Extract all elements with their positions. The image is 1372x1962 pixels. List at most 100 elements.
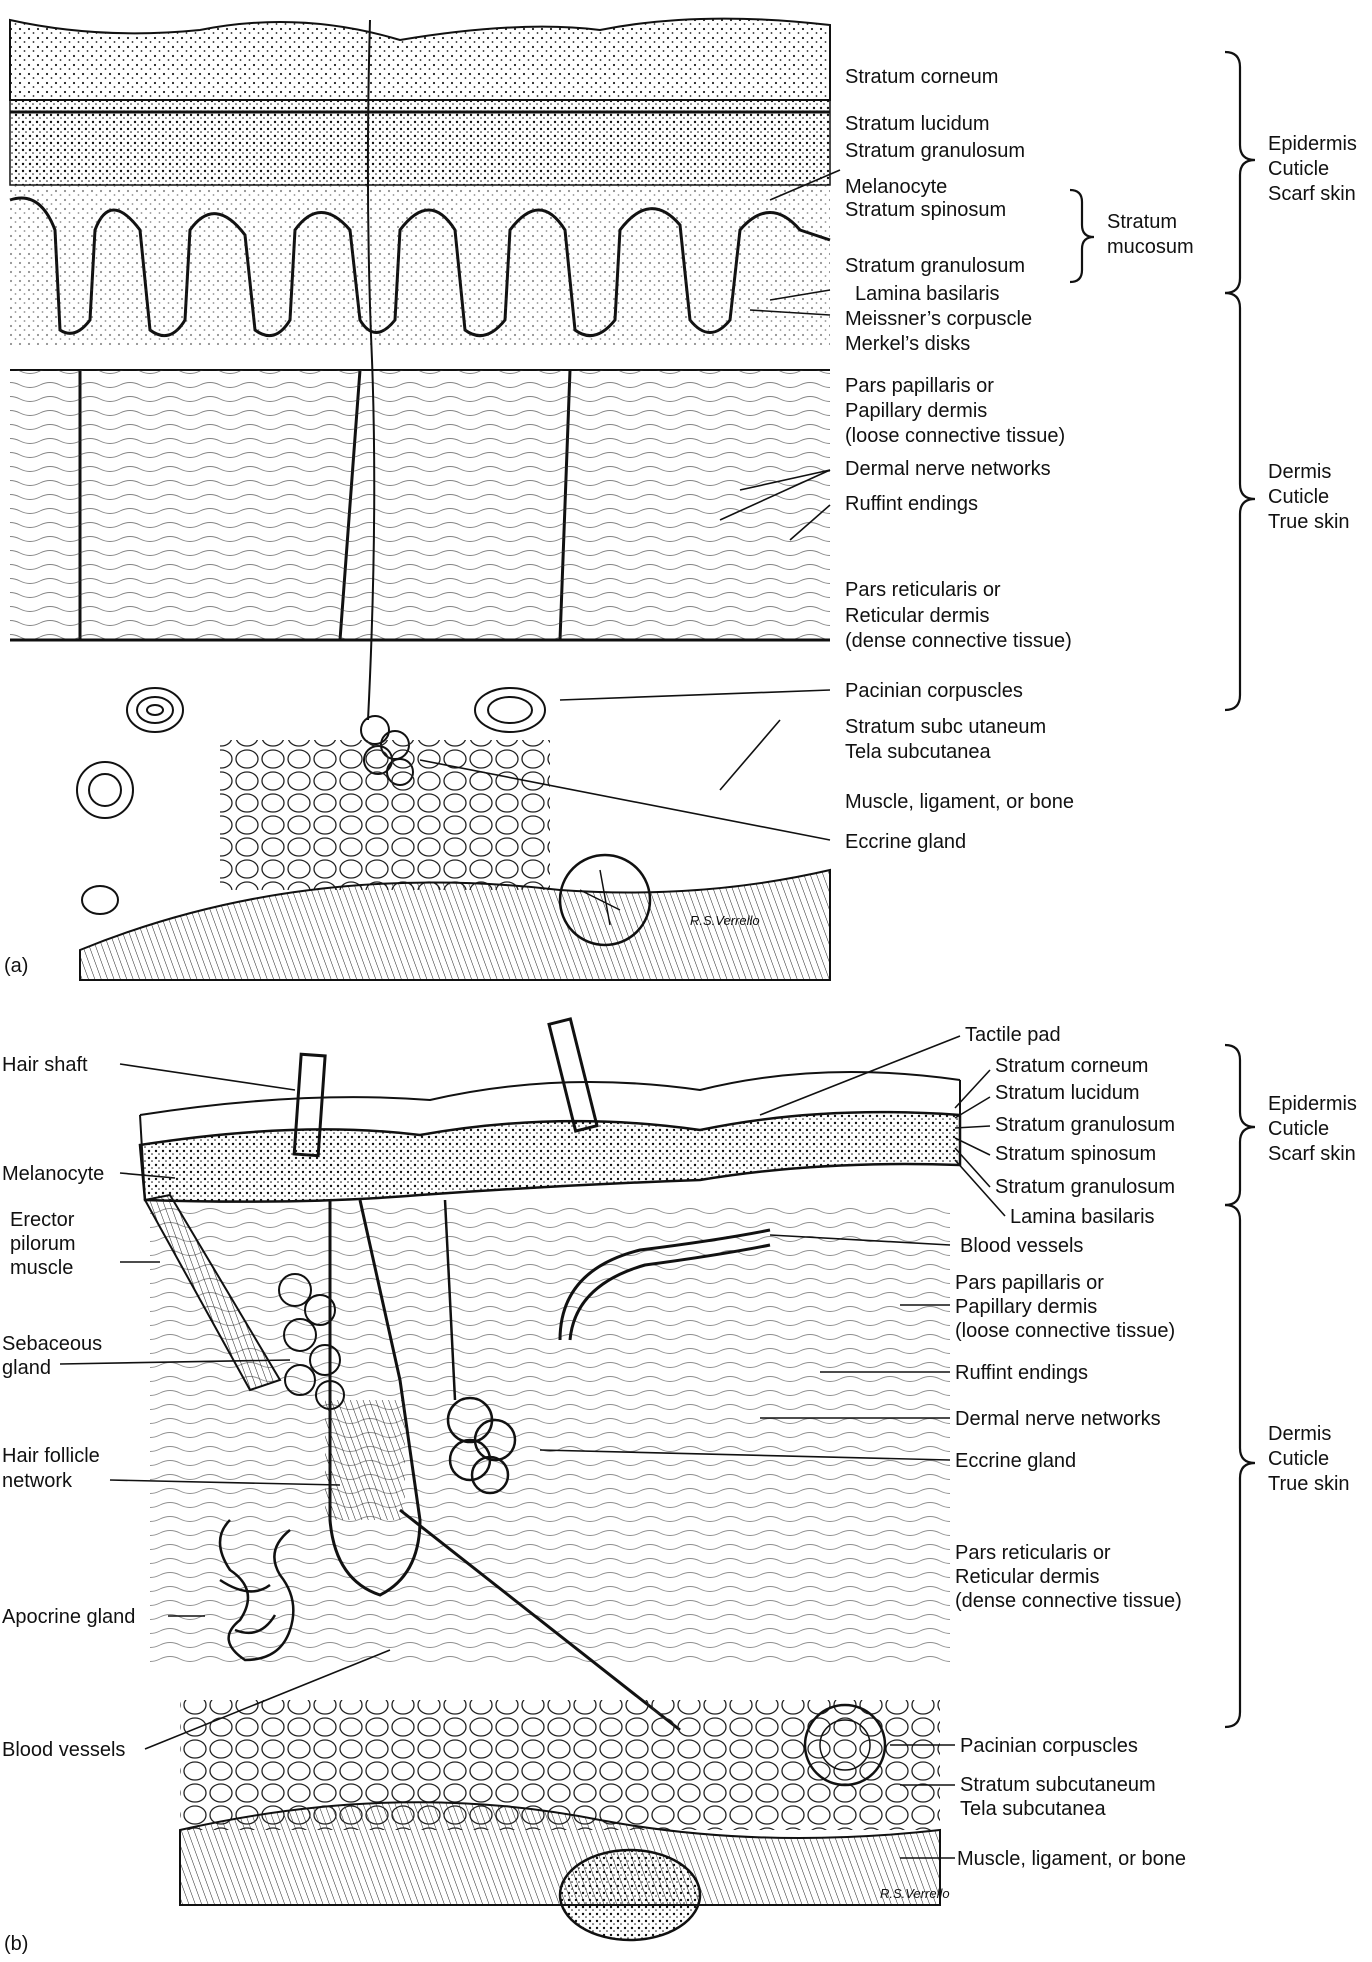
b-hair-follicle — [328, 1199, 422, 1597]
panel-b-illustration — [138, 1017, 962, 1942]
pacinian-corpuscles-a — [76, 687, 546, 915]
b-pars-papillaris-label-3: (loose connective tissue) — [955, 1320, 1175, 1342]
a-epidermis-brace — [1224, 50, 1256, 295]
panel-b-braces — [1224, 1043, 1256, 1729]
b-apocrine-gland — [218, 1519, 295, 1662]
panel-b-label: (b) — [4, 1933, 28, 1955]
b-epidermis-band — [138, 1110, 962, 1203]
b-blood-vessels-right-label: Blood vessels — [960, 1235, 1083, 1257]
b-ruffint-endings-label: Ruffint endings — [955, 1362, 1088, 1384]
panel-a-group-labels: Stratum mucosum Epidermis Cuticle Scarf … — [1107, 133, 1357, 533]
panel-a-braces — [1069, 50, 1256, 712]
b-eccrine-gland-label: Eccrine gland — [955, 1450, 1076, 1472]
b-dermis-label-2: Cuticle — [1268, 1448, 1329, 1470]
panel-b-leaders — [59, 1035, 1006, 1859]
b-hair-follicle-label-2: network — [2, 1470, 73, 1492]
a-eccrine-gland-label: Eccrine gland — [845, 831, 966, 853]
b-dermal-nerve-networks-label: Dermal nerve networks — [955, 1408, 1161, 1430]
b-epidermis-label-2: Cuticle — [1268, 1118, 1329, 1140]
b-erector-label-1: Erector — [10, 1209, 75, 1231]
a-dermis-label-3: True skin — [1268, 511, 1350, 533]
b-sebaceous-gland — [278, 1273, 345, 1410]
a-stratum-corneum-label: Stratum corneum — [845, 66, 998, 88]
a-muscle-ligament-bone-label: Muscle, ligament, or bone — [845, 791, 1074, 813]
a-dermis-brace — [1224, 291, 1256, 712]
a-epidermis-label-3: Scarf skin — [1268, 183, 1356, 205]
b-melanocyte-label: Melanocyte — [2, 1163, 104, 1185]
b-dermis-label-1: Dermis — [1268, 1423, 1331, 1445]
b-pars-reticularis-label-3: (dense connective tissue) — [955, 1590, 1182, 1612]
b-sebaceous-label-2: gland — [2, 1357, 51, 1379]
a-lamina-basilaris-label: Lamina basilaris — [855, 283, 1000, 305]
b-pars-reticularis-label-2: Reticular dermis — [955, 1566, 1099, 1588]
a-epidermis-label-2: Cuticle — [1268, 158, 1329, 180]
nerve-fiber — [366, 19, 376, 721]
b-stratum-corneum-label: Stratum corneum — [995, 1055, 1148, 1077]
b-apocrine-gland-label: Apocrine gland — [2, 1606, 135, 1628]
b-hair-shaft-label: Hair shaft — [2, 1054, 88, 1076]
stratum-corneum-layer — [9, 17, 831, 101]
b-sebaceous-label-1: Sebaceous — [2, 1333, 102, 1355]
panel-b-signature: R.S.Verrello — [880, 1886, 950, 1901]
panel-a-leaders — [419, 169, 841, 841]
b-pacinian-corpuscles-label: Pacinian corpuscles — [960, 1735, 1138, 1757]
b-hair-shaft-1 — [292, 1052, 327, 1158]
b-dermis-label-3: True skin — [1268, 1473, 1350, 1495]
b-hair-follicle-label-1: Hair follicle — [2, 1445, 100, 1467]
b-tela-subcutanea-label: Tela subcutanea — [960, 1798, 1107, 1820]
panel-b-left-labels: Hair shaft Melanocyte Erector pilorum mu… — [2, 1054, 135, 1761]
a-pars-reticularis-label-1: Pars reticularis or — [845, 579, 1001, 601]
a-pars-reticularis-label-3: (dense connective tissue) — [845, 630, 1072, 652]
b-dermis-brace — [1224, 1203, 1256, 1729]
b-pars-papillaris-label-2: Papillary dermis — [955, 1296, 1097, 1318]
b-stratum-subcutaneum-label: Stratum subcutaneum — [960, 1774, 1156, 1796]
a-meissners-corpuscle-label: Meissner’s corpuscle — [845, 308, 1032, 330]
b-eccrine-gland — [443, 1199, 517, 1495]
a-tela-subcutanea-label: Tela subcutanea — [845, 741, 992, 763]
a-ruffint-endings-label: Ruffint endings — [845, 493, 978, 515]
subcutaneous-fat-a — [220, 740, 550, 890]
a-stratum-mucosum-brace — [1069, 188, 1095, 284]
b-epidermis-label-1: Epidermis — [1268, 1093, 1357, 1115]
b-hair-shaft-2 — [547, 1017, 599, 1133]
a-pars-papillaris-label-3: (loose connective tissue) — [845, 425, 1065, 447]
a-stratum-spinosum-label: Stratum spinosum — [845, 199, 1006, 221]
panel-a-signature: R.S.Verrello — [690, 913, 760, 928]
b-tactile-pad-label: Tactile pad — [965, 1024, 1061, 1046]
a-epidermis-label-1: Epidermis — [1268, 133, 1357, 155]
panel-a-label: (a) — [4, 955, 28, 977]
b-pars-papillaris-label-1: Pars papillaris or — [955, 1272, 1104, 1294]
a-melanocyte-label: Melanocyte — [845, 176, 947, 198]
b-epidermis-brace — [1224, 1043, 1256, 1207]
a-stratum-mucosum-label-2: mucosum — [1107, 236, 1194, 258]
a-pars-papillaris-label-2: Papillary dermis — [845, 400, 987, 422]
panel-b-group-labels: Epidermis Cuticle Scarf skin Dermis Cuti… — [1268, 1093, 1357, 1495]
b-stratum-lucidum-label: Stratum lucidum — [995, 1082, 1140, 1104]
b-muscle-ligament-bone-label: Muscle, ligament, or bone — [957, 1848, 1186, 1870]
muscle-a — [79, 868, 831, 981]
b-epidermis-label-3: Scarf skin — [1268, 1143, 1356, 1165]
a-dermis-label-2: Cuticle — [1268, 486, 1329, 508]
panel-b-right-labels: Tactile pad Stratum corneum Stratum luci… — [955, 1024, 1186, 1870]
a-stratum-granulosum-upper-label: Stratum granulosum — [845, 140, 1025, 162]
a-pars-reticularis-label-2: Reticular dermis — [845, 605, 989, 627]
b-stratum-granulosum-lower-label: Stratum granulosum — [995, 1176, 1175, 1198]
a-pacinian-corpuscles-label: Pacinian corpuscles — [845, 680, 1023, 702]
a-stratum-lucidum-label: Stratum lucidum — [845, 113, 990, 135]
a-dermis-label-1: Dermis — [1268, 461, 1331, 483]
b-erector-label-2: pilorum — [10, 1233, 76, 1255]
panel-a-labels: Stratum corneum Stratum lucidum Stratum … — [845, 66, 1074, 853]
panel-a-illustration — [9, 17, 831, 981]
b-stratum-granulosum-upper-label: Stratum granulosum — [995, 1114, 1175, 1136]
a-merkels-disks-label: Merkel’s disks — [845, 333, 970, 355]
b-pars-reticularis-label-1: Pars reticularis or — [955, 1542, 1111, 1564]
a-dermal-nerve-networks-label: Dermal nerve networks — [845, 458, 1051, 480]
a-stratum-granulosum-lower-label: Stratum granulosum — [845, 255, 1025, 277]
a-stratum-subcutaneum-label: Stratum subc utaneum — [845, 716, 1046, 738]
b-lamina-basilaris-label: Lamina basilaris — [1010, 1206, 1155, 1228]
b-erector-muscle — [143, 1193, 282, 1392]
a-pars-papillaris-label-1: Pars papillaris or — [845, 375, 994, 397]
b-stratum-spinosum-label: Stratum spinosum — [995, 1143, 1156, 1165]
